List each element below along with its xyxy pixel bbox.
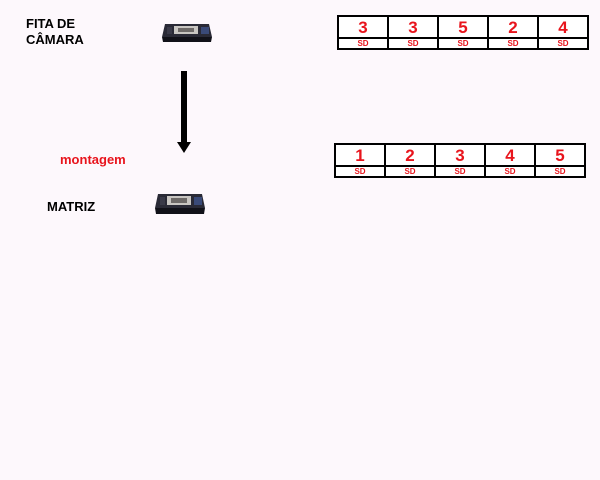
clip-number: 2 xyxy=(489,17,537,39)
clip-cell: 3 SD xyxy=(436,145,486,176)
clip-number: 3 xyxy=(339,17,387,39)
clip-format: SD xyxy=(354,167,366,176)
clip-cell: 4 SD xyxy=(539,17,587,48)
clip-format: SD xyxy=(357,39,369,48)
clip-cell: 3 SD xyxy=(389,17,439,48)
vhs-cassette-icon xyxy=(161,20,213,49)
montagem-label: montagem xyxy=(60,152,126,167)
clip-number: 5 xyxy=(536,145,584,167)
clip-format: SD xyxy=(504,167,516,176)
camera-clip-strip: 3 SD 3 SD 5 SD 2 SD 4 SD xyxy=(337,15,589,50)
clip-number: 4 xyxy=(539,17,587,39)
clip-cell: 2 SD xyxy=(386,145,436,176)
camera-tape-label-line1: FITA DE xyxy=(26,16,76,31)
clip-cell: 4 SD xyxy=(486,145,536,176)
clip-number: 5 xyxy=(439,17,487,39)
master-clip-strip: 1 SD 2 SD 3 SD 4 SD 5 SD xyxy=(334,143,586,178)
camera-tape-label-line2: CÂMARA xyxy=(26,32,84,47)
clip-number: 3 xyxy=(389,17,437,39)
master-tape-label: MATRIZ xyxy=(47,199,96,214)
clip-format: SD xyxy=(507,39,519,48)
clip-cell: 1 SD xyxy=(336,145,386,176)
clip-format: SD xyxy=(554,167,566,176)
clip-number: 2 xyxy=(386,145,434,167)
clip-format: SD xyxy=(457,39,469,48)
clip-format: SD xyxy=(454,167,466,176)
clip-format: SD xyxy=(407,39,419,48)
clip-cell: 3 SD xyxy=(339,17,389,48)
vhs-cassette-icon xyxy=(154,190,206,221)
clip-cell: 5 SD xyxy=(536,145,584,176)
clip-number: 4 xyxy=(486,145,534,167)
down-arrow-icon xyxy=(181,71,187,143)
clip-cell: 5 SD xyxy=(439,17,489,48)
clip-number: 3 xyxy=(436,145,484,167)
down-arrow-head xyxy=(177,142,191,153)
clip-number: 1 xyxy=(336,145,384,167)
clip-format: SD xyxy=(557,39,569,48)
clip-cell: 2 SD xyxy=(489,17,539,48)
clip-format: SD xyxy=(404,167,416,176)
camera-tape-label: FITA DE CÂMARA xyxy=(26,16,84,48)
